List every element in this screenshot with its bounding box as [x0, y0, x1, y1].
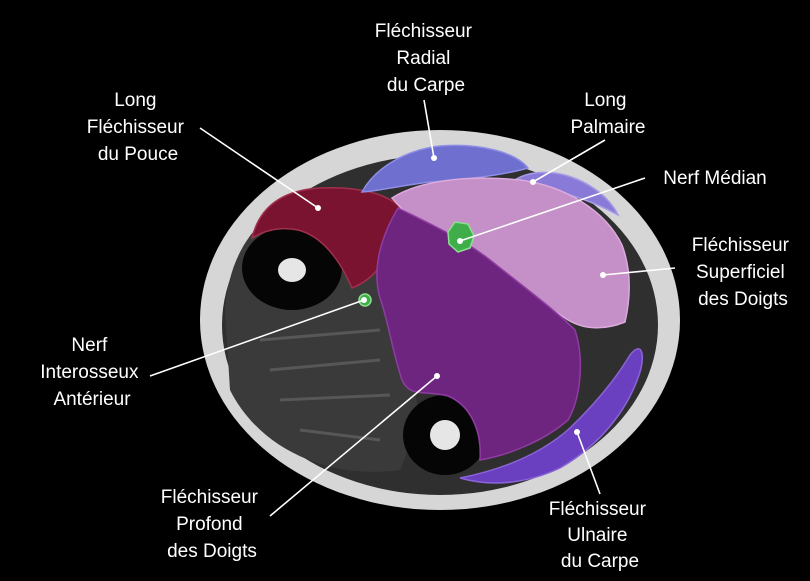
ulna-marrow [430, 420, 460, 450]
label-fpd-line-2: Profond [176, 514, 243, 535]
radius-marrow [278, 258, 306, 282]
dot-fpd [434, 373, 440, 379]
dot-fuc [574, 429, 580, 435]
label-fsd-line-3: des Doigts [698, 289, 788, 310]
label-fsd-line-1: Fléchisseur [692, 235, 790, 256]
label-fuc-line-1: Fléchisseur [549, 499, 647, 520]
label-fsd-line-2: Superficiel [696, 262, 785, 283]
label-frc-line-3: du Carpe [387, 75, 465, 96]
label-nm-line-1: Nerf Médian [663, 168, 767, 189]
dot-frc [431, 155, 437, 161]
label-frc-line-1: Fléchisseur [375, 21, 473, 42]
label-fpd-line-1: Fléchisseur [161, 487, 259, 508]
label-lfp-line-2: Fléchisseur [87, 117, 185, 138]
label-fuc-line-2: Ulnaire [567, 525, 627, 546]
label-flechisseur-profond-des-doigts: Fléchisseur Profond des Doigts [161, 487, 263, 562]
label-flechisseur-superficiel-des-doigts: Fléchisseur Superficiel des Doigts [692, 235, 794, 310]
label-lp-line-1: Long [584, 90, 626, 111]
label-fpd-line-3: des Doigts [167, 541, 257, 562]
label-nerf-median: Nerf Médian [663, 168, 767, 189]
dot-nia [361, 297, 367, 303]
label-lfp-line-3: du Pouce [98, 144, 178, 165]
dot-nm [457, 238, 463, 244]
label-fuc-line-3: du Carpe [561, 551, 639, 572]
label-nia-line-1: Nerf [71, 335, 108, 356]
label-frc-line-2: Radial [396, 48, 450, 69]
dot-fsd [600, 272, 606, 278]
label-nia-line-2: Interosseux [40, 362, 139, 383]
label-nia-line-3: Antérieur [53, 389, 131, 410]
dot-lfp [315, 205, 321, 211]
label-lfp-line-1: Long [114, 90, 156, 111]
label-lp-line-2: Palmaire [571, 117, 646, 138]
dot-lp [530, 179, 536, 185]
